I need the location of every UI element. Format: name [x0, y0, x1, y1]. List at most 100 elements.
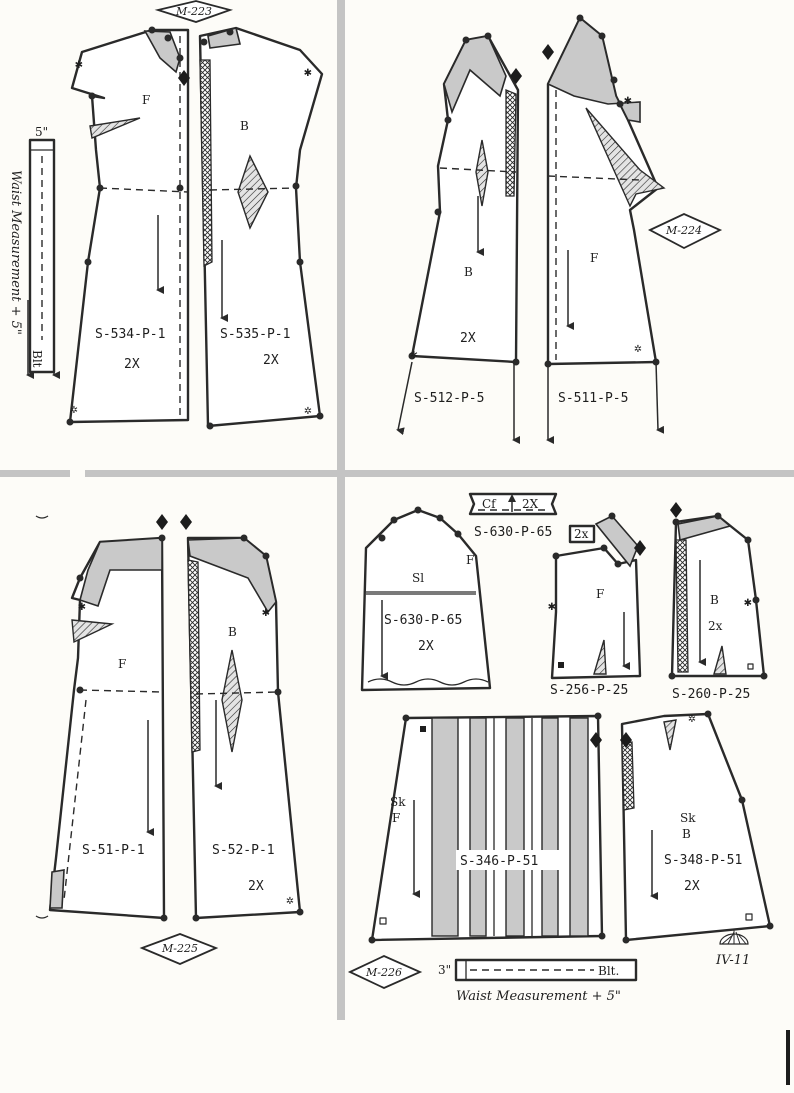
q4-skirt-back-star: ✲	[688, 711, 696, 726]
q3-back-piece: B S-52-P-1 2X ✱ ✲	[180, 514, 304, 922]
q4-bodice-front-star: ✱	[548, 599, 556, 614]
q1-front-star: ✱	[75, 57, 83, 72]
q1-back-placket	[199, 59, 213, 268]
q3-back-star: ✱	[262, 605, 270, 620]
q2-front-code: S-511-P-5	[558, 391, 628, 406]
q4-notch-diamond-c	[590, 732, 602, 748]
q4-footer-mark: IV-11	[715, 953, 750, 968]
q3-notch-diamond-a	[156, 514, 168, 530]
q4-pleat-1	[431, 717, 459, 937]
q3-back-size: 2X	[248, 879, 264, 894]
q4-sleeve-letter: F	[466, 553, 474, 567]
vertical-gutter	[337, 0, 345, 1020]
q4-sleeve-code: S-630-P-65	[474, 525, 552, 540]
q2-back-letter: B	[464, 265, 473, 279]
q1-belt-tag: Blt	[30, 350, 44, 368]
q4-collar-size-box	[568, 524, 596, 544]
q3-badge: M-225	[161, 942, 198, 955]
q3-front-code: S-51-P-1	[82, 843, 145, 858]
q2-notch-diamond-a	[510, 68, 522, 84]
q4-sleeve-label: Sl	[412, 571, 424, 585]
q3-front-facing	[79, 537, 163, 608]
q3-front-piece: F S-51-P-1 ✱	[48, 514, 168, 922]
q4-pleat-3	[505, 717, 525, 937]
q1-belt-width: 5"	[35, 125, 48, 139]
q4-skirt-back-dart	[663, 719, 677, 751]
q4-belt: 3" Blt. Waist Measurement + 5"	[438, 958, 638, 1004]
q4-notch-diamond-b	[670, 502, 682, 518]
q2-front-letter: F	[590, 251, 598, 265]
q4-bodice-back-facing	[677, 515, 732, 542]
q3-back-facing	[187, 537, 277, 614]
q2-front-facing	[546, 16, 641, 123]
q2-back-placket	[505, 89, 517, 197]
q2-badge: M-224	[665, 224, 702, 237]
q1-front-code: S-534-P-1	[95, 327, 165, 342]
q4-group: M-226 Cf 2X S-630-P-65 Sl F S-630-P-65 2…	[347, 492, 774, 1004]
q1-back-dart	[237, 154, 269, 230]
q1-front-dart	[89, 117, 141, 139]
q1-front-size: 2X	[124, 357, 140, 372]
q2-back-piece: B 2X S-512-P-5 ✲	[396, 32, 522, 444]
q1-belt: 5" Waist Measurement + 5" Blt	[8, 125, 60, 379]
q3-front-star: ✱	[78, 599, 86, 614]
q1-back-letter: B	[240, 119, 249, 133]
q2-front-dart	[585, 107, 666, 208]
horizontal-gutter-left-a	[0, 470, 70, 477]
q4-belt-width: 3"	[438, 963, 451, 977]
q2-back-size: 2X	[460, 331, 476, 346]
q3-badge-shape	[139, 933, 219, 965]
q3-back-code: S-52-P-1	[212, 843, 275, 858]
q2-back-dart	[475, 139, 489, 207]
q1-back-star: ✱	[304, 65, 312, 80]
q4-sleeve-size: 2X	[418, 639, 434, 654]
q4-bodice-front: 2x F S-256-P-25 ✱	[548, 512, 646, 698]
q1-belt-text: Waist Measurement + 5"	[8, 170, 23, 335]
q4-skirt-back-letter: B	[682, 827, 691, 841]
q4-pleat-4	[541, 717, 559, 937]
q1-back-size: 2X	[263, 353, 279, 368]
q3-front-dart	[71, 619, 115, 644]
q4-belt-tag: Blt.	[598, 964, 619, 978]
q4-badge-shape	[347, 955, 423, 989]
q1-back-facing	[207, 27, 241, 49]
q2-back-star: ✲	[410, 347, 418, 362]
q2-group: M-224 B 2X S-512-P-5 ✲	[396, 14, 723, 444]
q4-badge: M-226	[365, 966, 402, 979]
q4-logo: IV-11	[715, 930, 750, 968]
q1-notch-diamond	[178, 70, 190, 86]
q4-skirt-back-size: 2X	[684, 879, 700, 894]
q1-badge: M-223	[175, 5, 212, 18]
q4-bodice-front-code: S-256-P-25	[550, 683, 628, 698]
q4-bodice-back: B 2x S-260-P-25 ✱	[668, 502, 768, 702]
q4-skirt-front-letter: F	[392, 811, 400, 825]
q1-back-star2: ✲	[304, 403, 312, 418]
q4-pleat-5	[569, 717, 589, 937]
q1-back-code: S-535-P-1	[220, 327, 290, 342]
q4-bodice-back-size: 2x	[708, 619, 723, 633]
q4-notch-diamond-a	[634, 540, 646, 556]
q4-bodice-front-letter: F	[596, 587, 604, 601]
q1-front-star2: ✲	[70, 402, 78, 417]
horizontal-gutter-right	[85, 470, 794, 477]
q1-back-piece: B S-535-P-1 2X ✱ ✲	[178, 26, 324, 430]
q2-front-star: ✱	[624, 93, 632, 108]
q4-skirt-back-placket	[621, 741, 635, 811]
q3-back-star2: ✲	[286, 893, 294, 908]
q4-bodice-back-dart	[713, 645, 727, 675]
q2-back-code: S-512-P-5	[414, 391, 484, 406]
q4-bodice-back-placket	[675, 539, 689, 673]
q3-notch-diamond-b	[180, 514, 192, 530]
q4-bodice-back-letter: B	[710, 593, 719, 607]
q4-collar-size: 2x	[574, 527, 589, 541]
q4-cuff-text: Cf	[482, 497, 497, 511]
q3-back-dart	[221, 649, 243, 753]
q2-badge-shape	[647, 213, 723, 250]
q1-group: M-223 5" Waist Measurement + 5" Blt F S-…	[8, 0, 324, 430]
q4-skirt-front-label: Sk	[390, 795, 406, 809]
q4-skirt-front: Sk F S-346-P-51	[368, 712, 606, 944]
q3-front-letter: F	[118, 657, 126, 671]
edge-mark	[786, 1030, 790, 1085]
